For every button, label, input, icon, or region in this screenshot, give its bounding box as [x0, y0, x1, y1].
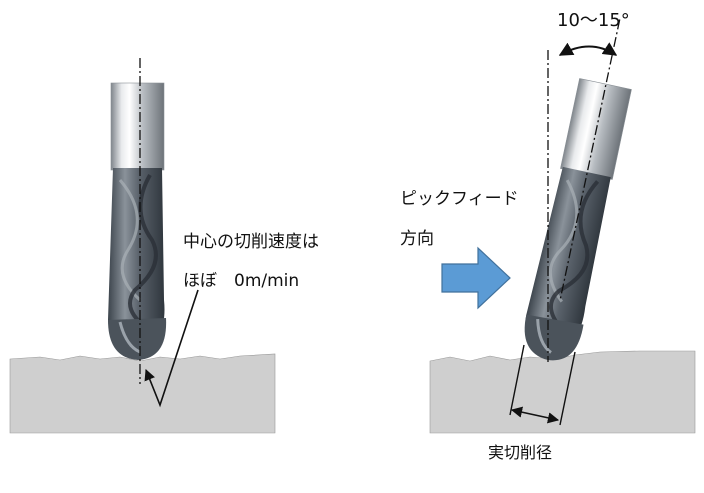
right-workpiece [429, 350, 696, 434]
effective-diameter-label: 実切削径 [488, 443, 553, 462]
right-flute-spiral-2 [549, 180, 600, 335]
left-ball-nose [108, 318, 167, 360]
direction-label: 方向 [400, 229, 434, 249]
zero-speed-label: ほぼ 0m/min [183, 271, 300, 291]
right-setup [429, 19, 696, 434]
center-speed-label: 中心の切削速度は [183, 232, 319, 252]
right-endmill [524, 19, 632, 361]
left-flute-spiral-1 [118, 179, 141, 302]
left-ball-highlight [118, 321, 141, 354]
pick-feed-label: ピックフィード [400, 189, 519, 209]
left-flute-body [108, 168, 165, 355]
left-workpiece [9, 353, 276, 434]
tilt-angle-label: 10～15° [557, 10, 630, 31]
left-pointer-lines [144, 289, 199, 408]
eff-diameter-right-line [559, 351, 576, 426]
double-curved-arrow-icon [558, 42, 618, 56]
right-flute-spiral-1 [548, 179, 579, 303]
left-shank [110, 82, 165, 171]
right-tool-axis [559, 19, 621, 302]
left-setup [9, 58, 276, 434]
right-arrow-icon [441, 246, 511, 310]
eff-diameter-left-line [509, 344, 525, 416]
eff-diameter-dimension [510, 406, 560, 424]
right-ball-highlight [536, 318, 552, 354]
